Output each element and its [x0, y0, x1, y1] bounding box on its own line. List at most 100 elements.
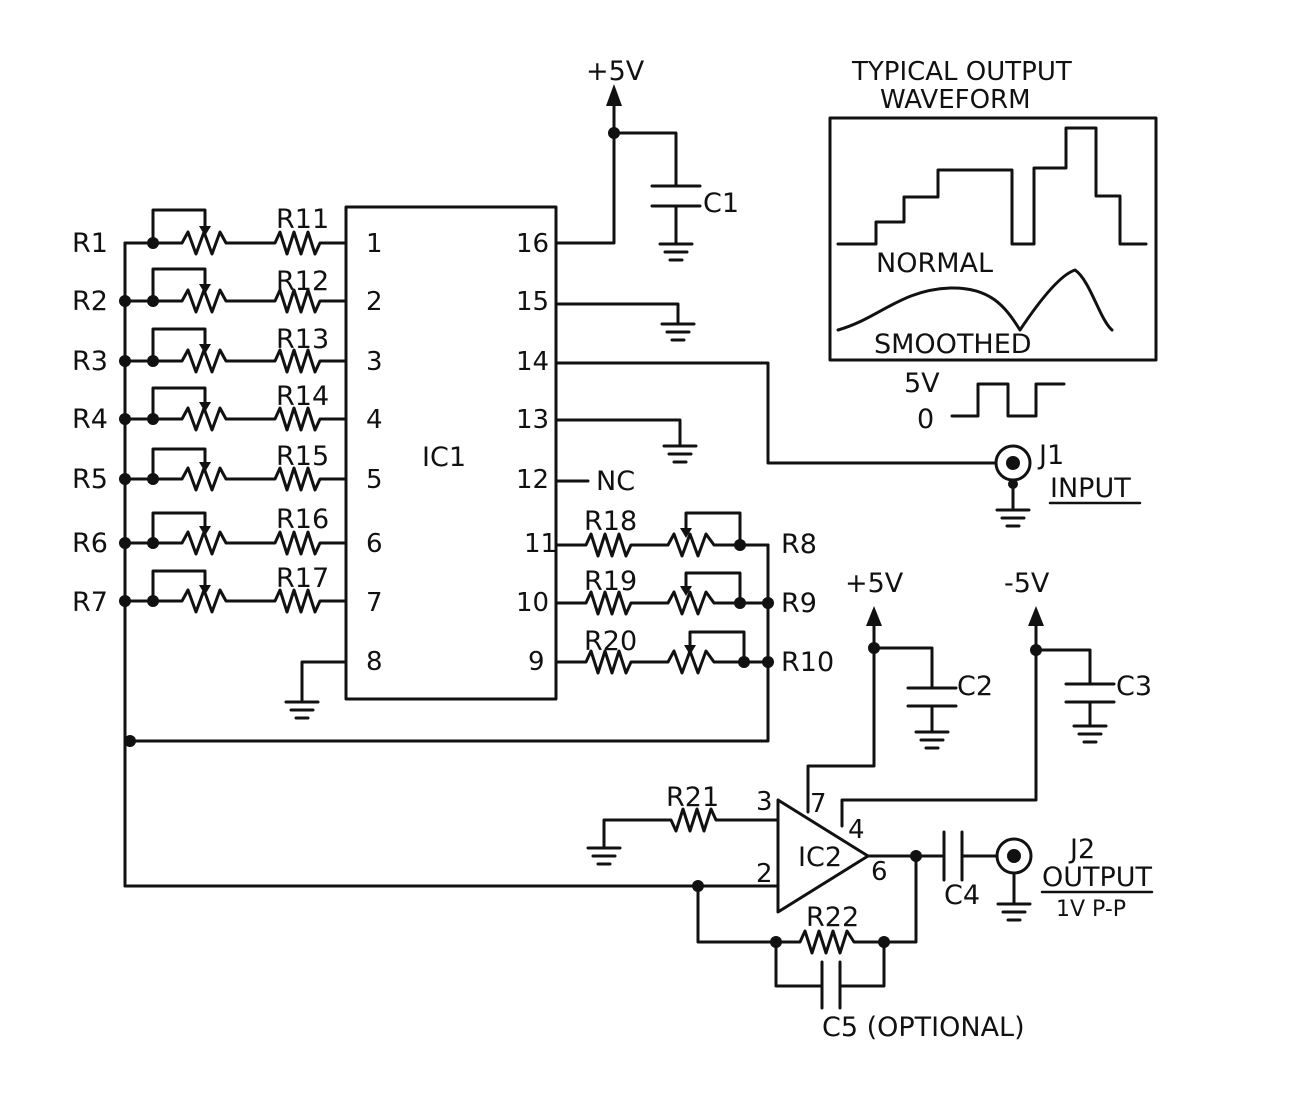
c2-capacitor	[872, 646, 958, 732]
input-row-5: R5 R15	[72, 441, 348, 495]
input-row-4: R4 R14	[72, 381, 348, 435]
supply-label-plus-ic2: +5V	[845, 568, 904, 599]
ic1-pin-5: 5	[366, 465, 383, 495]
r22-label: R22	[806, 902, 859, 933]
supply-label-plus: +5V	[586, 56, 645, 87]
ic2-pin-2: 2	[756, 859, 773, 889]
c3-label: C3	[1116, 671, 1152, 702]
smoothed-waveform-trace	[836, 268, 1114, 332]
ic2-pin-4: 4	[848, 815, 865, 845]
waveform-box	[828, 116, 1158, 362]
c5-label: C5 (OPTIONAL)	[822, 1012, 1025, 1043]
ic1-label: IC1	[422, 442, 466, 473]
input-label-r2: R2	[72, 286, 108, 317]
wiper-arrow	[199, 585, 211, 595]
ic1-pin-12: 12	[516, 465, 549, 495]
ic1-pin-16: 16	[516, 229, 549, 259]
input-row-7: R7 R17	[72, 563, 348, 618]
junction-dot	[738, 656, 750, 668]
junction-dot	[147, 595, 159, 607]
c1-label: C1	[703, 188, 739, 219]
ground-symbol	[995, 482, 1031, 528]
ic1-pin-2: 2	[366, 287, 383, 317]
supply-arrow	[866, 606, 882, 626]
j1-connector	[994, 444, 1032, 528]
c1-capacitor	[612, 131, 702, 244]
ic2-label: IC2	[798, 842, 842, 873]
input-label-r6: R6	[72, 528, 108, 559]
c4-label: C4	[944, 880, 980, 911]
ic1-pin-1: 1	[366, 229, 383, 259]
ic1-pin-13: 13	[516, 405, 549, 435]
j1-label: INPUT	[1050, 473, 1131, 504]
wiper-arrow	[680, 528, 692, 538]
c2-label: C2	[957, 671, 993, 702]
junction-dot	[147, 237, 159, 249]
c3-capacitor	[1034, 648, 1116, 726]
pot-label-r8: R8	[781, 529, 817, 560]
c5-capacitor	[774, 940, 886, 1010]
right-row-r10: R20 R10	[554, 626, 834, 678]
resistor-label-r15: R15	[276, 441, 329, 472]
ic1-body	[344, 205, 558, 701]
resistor-label-r17: R17	[276, 563, 329, 594]
junction-dot	[119, 473, 131, 485]
pin7-supply-wire	[806, 618, 876, 814]
smoothed-label: SMOOTHED	[874, 329, 1032, 360]
ic1-pin-15: 15	[516, 287, 549, 317]
junction-dot	[119, 355, 131, 367]
junction-dot	[762, 597, 774, 609]
j2-connector	[995, 837, 1033, 922]
junction-dot	[119, 595, 131, 607]
resistor-label-r19: R19	[584, 566, 637, 597]
ic1-pin-8: 8	[366, 647, 383, 677]
j2-name: J2	[1068, 834, 1095, 865]
wiper-arrow	[199, 226, 211, 236]
input-row-3: R3 R13	[72, 324, 348, 377]
waveform-title-line2: WAVEFORM	[880, 85, 1031, 115]
resistor-label-r12: R12	[276, 266, 329, 297]
ic2-pin-3: 3	[756, 787, 773, 817]
ground-symbol	[914, 730, 950, 750]
supply-arrow	[1028, 606, 1044, 626]
resistor-label-r20: R20	[584, 626, 637, 657]
ic1-pin-4: 4	[366, 405, 383, 435]
wiper-arrow	[680, 586, 692, 596]
j2-label: OUTPUT	[1042, 862, 1153, 893]
right-resistors-row-2	[554, 571, 770, 616]
resistor-label-r11: R11	[276, 204, 329, 235]
junction-dot	[147, 413, 159, 425]
junction-dot	[734, 539, 746, 551]
wiper-arrow	[199, 402, 211, 412]
junction-dot	[147, 355, 159, 367]
ic1-pin-6: 6	[366, 529, 383, 559]
pulse-low-label: 0	[917, 404, 934, 435]
c4-output-wire	[866, 830, 998, 882]
ground-symbol	[662, 444, 698, 464]
j2-sublabel: 1V P-P	[1056, 897, 1126, 922]
wiper-arrow	[199, 462, 211, 472]
pot-label-r9: R9	[781, 588, 817, 619]
ic2-pin-6: 6	[871, 857, 888, 887]
r21-resistor-wire	[602, 807, 780, 848]
pulse-high-label: 5V	[904, 368, 940, 399]
right-resistors-row-3	[554, 630, 770, 675]
resistor-label-r14: R14	[276, 381, 329, 412]
input-pulse-trace	[950, 382, 1066, 418]
junction-dot	[124, 735, 136, 747]
input-label-r4: R4	[72, 404, 108, 435]
junction-dot	[734, 597, 746, 609]
wiper-arrow	[199, 526, 211, 536]
pot-label-r10: R10	[781, 647, 834, 678]
j2-center	[1007, 849, 1021, 863]
resistor-label-r13: R13	[276, 324, 329, 355]
j1-center	[1006, 456, 1020, 470]
ic1-pin-10: 10	[516, 588, 549, 618]
ic1-pin-7: 7	[366, 588, 383, 618]
junction-dot	[147, 295, 159, 307]
ic2-pin-7: 7	[810, 789, 827, 819]
ground-symbol	[586, 846, 622, 866]
ic2-opamp-triangle	[776, 798, 870, 914]
ic1-pin-11: 11	[524, 529, 557, 559]
